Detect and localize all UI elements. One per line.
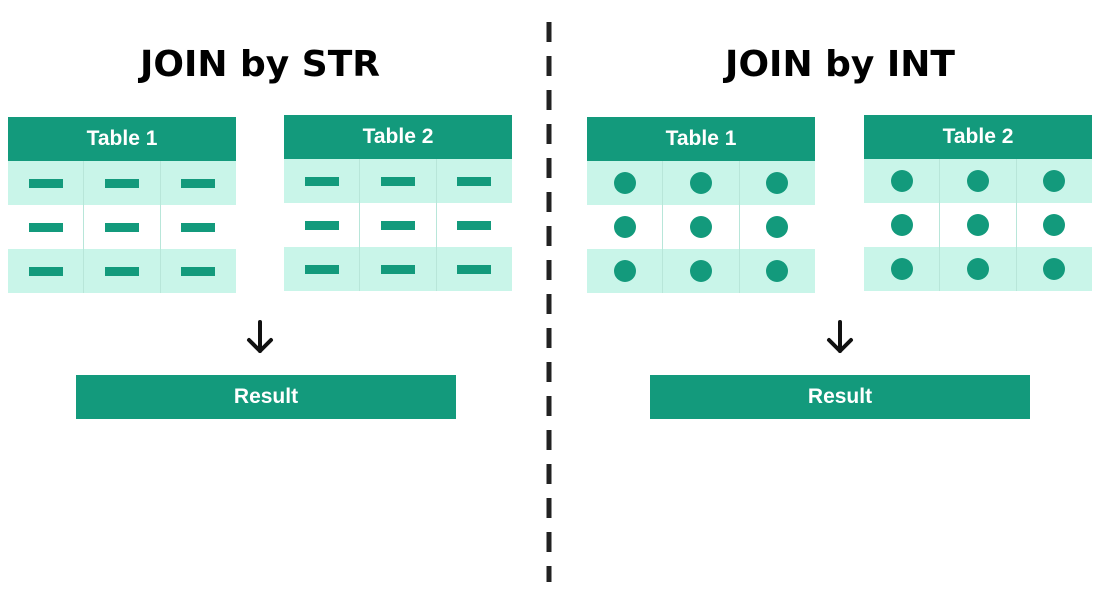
table-row	[864, 203, 1092, 247]
table-cell	[940, 159, 1017, 203]
table-cell	[1017, 247, 1092, 291]
dot-icon	[1043, 170, 1066, 192]
dot-icon	[966, 258, 989, 280]
dot-icon	[966, 170, 989, 192]
left-table-1: Table 1	[8, 117, 236, 293]
table-cell	[587, 249, 664, 293]
dash-icon	[28, 222, 63, 232]
table-cell	[437, 159, 512, 203]
dot-icon	[766, 216, 789, 238]
dot-icon	[613, 216, 636, 238]
dash-icon	[181, 266, 216, 276]
dot-icon	[890, 214, 913, 236]
table-row	[864, 159, 1092, 203]
dashed-divider	[546, 22, 552, 582]
table-cell	[360, 159, 437, 203]
left-table-2-header: Table 2	[284, 115, 512, 159]
down-arrow-icon	[247, 320, 273, 353]
table-cell	[663, 161, 740, 205]
table-cell	[8, 205, 85, 249]
table-row	[8, 205, 236, 249]
right-panel-title: JOIN by INT	[725, 44, 955, 85]
left-table-2: Table 2	[284, 115, 512, 291]
table-cell	[84, 205, 161, 249]
table-cell	[437, 247, 512, 291]
dash-icon	[380, 176, 415, 186]
table-row	[587, 161, 815, 205]
dash-icon	[380, 264, 415, 274]
table-cell	[84, 161, 161, 205]
dot-icon	[890, 170, 913, 192]
dash-icon	[457, 264, 492, 274]
table-row	[864, 247, 1092, 291]
right-table-1-header: Table 1	[587, 117, 815, 161]
dash-icon	[28, 178, 63, 188]
dot-icon	[613, 260, 636, 282]
dash-icon	[104, 222, 139, 232]
dash-icon	[380, 220, 415, 230]
left-panel-title: JOIN by STR	[139, 44, 381, 85]
dash-icon	[304, 264, 339, 274]
dash-icon	[457, 220, 492, 230]
left-result-box: Result	[76, 375, 456, 419]
right-table-2-header: Table 2	[864, 115, 1092, 159]
table-cell	[740, 161, 815, 205]
table-cell	[284, 203, 361, 247]
dot-icon	[890, 258, 913, 280]
down-arrow-icon	[827, 320, 853, 353]
table-cell	[161, 249, 236, 293]
right-result-box: Result	[650, 375, 1030, 419]
table-cell	[437, 203, 512, 247]
dot-icon	[613, 172, 636, 194]
table-cell	[1017, 203, 1092, 247]
dash-icon	[104, 266, 139, 276]
right-table-2: Table 2	[864, 115, 1092, 291]
table-cell	[587, 161, 664, 205]
table-cell	[940, 247, 1017, 291]
table-cell	[663, 249, 740, 293]
table-cell	[940, 203, 1017, 247]
right-table-1: Table 1	[587, 117, 815, 293]
table-cell	[587, 205, 664, 249]
dot-icon	[689, 260, 712, 282]
table-cell	[1017, 159, 1092, 203]
table-cell	[284, 159, 361, 203]
table-cell	[161, 205, 236, 249]
table-row	[587, 249, 815, 293]
left-table-1-header: Table 1	[8, 117, 236, 161]
table-row	[8, 161, 236, 205]
dash-icon	[181, 178, 216, 188]
dash-icon	[104, 178, 139, 188]
dash-icon	[304, 220, 339, 230]
table-cell	[8, 249, 85, 293]
table-cell	[864, 247, 941, 291]
dash-icon	[28, 266, 63, 276]
table-row	[284, 203, 512, 247]
table-row	[284, 159, 512, 203]
table-cell	[360, 247, 437, 291]
table-cell	[864, 159, 941, 203]
dot-icon	[766, 260, 789, 282]
table-cell	[8, 161, 85, 205]
table-cell	[663, 205, 740, 249]
dot-icon	[689, 172, 712, 194]
dot-icon	[1043, 214, 1066, 236]
table-cell	[740, 205, 815, 249]
table-row	[284, 247, 512, 291]
dash-icon	[457, 176, 492, 186]
table-cell	[360, 203, 437, 247]
table-cell	[864, 203, 941, 247]
table-cell	[161, 161, 236, 205]
table-cell	[284, 247, 361, 291]
table-row	[587, 205, 815, 249]
dash-icon	[181, 222, 216, 232]
dash-icon	[304, 176, 339, 186]
table-cell	[84, 249, 161, 293]
dot-icon	[766, 172, 789, 194]
dot-icon	[966, 214, 989, 236]
table-row	[8, 249, 236, 293]
dot-icon	[689, 216, 712, 238]
table-cell	[740, 249, 815, 293]
dot-icon	[1043, 258, 1066, 280]
